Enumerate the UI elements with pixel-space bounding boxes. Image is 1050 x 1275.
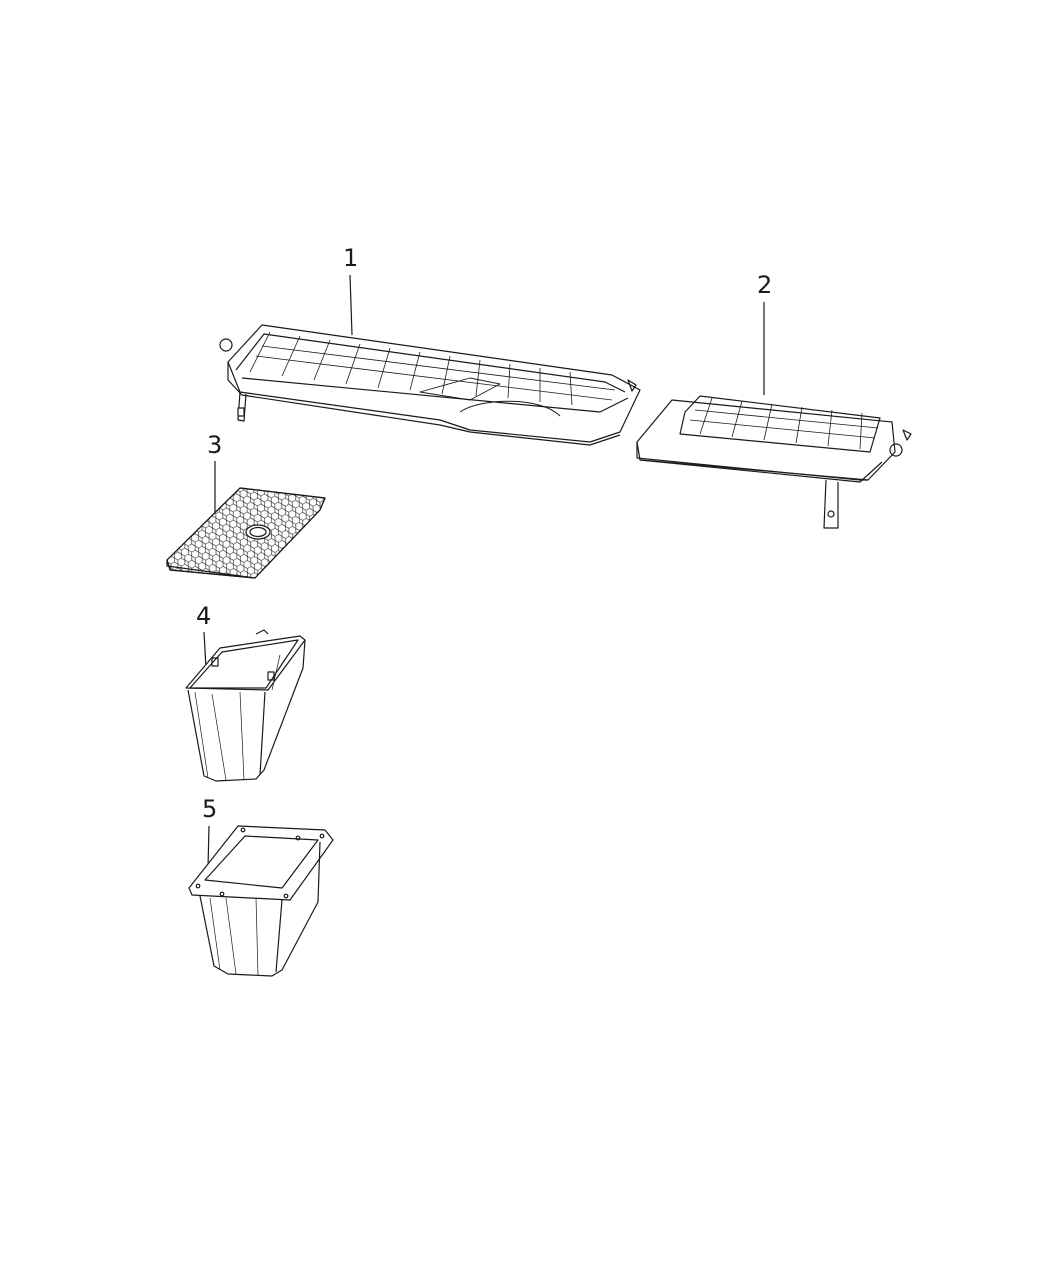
part-2-short-tray: [636, 395, 912, 529]
part-5-flanged-bin: [188, 825, 334, 977]
part-1-long-tray: [219, 324, 641, 446]
callout-5: 5: [202, 795, 218, 823]
callout-2: 2: [757, 271, 773, 299]
part-3-grid-mat: [166, 487, 326, 579]
callout-1: 1: [343, 244, 359, 272]
part-4-bin: [185, 629, 306, 782]
callout-3: 3: [207, 431, 223, 459]
callout-4: 4: [196, 602, 212, 630]
leader-lines: [203, 274, 765, 869]
